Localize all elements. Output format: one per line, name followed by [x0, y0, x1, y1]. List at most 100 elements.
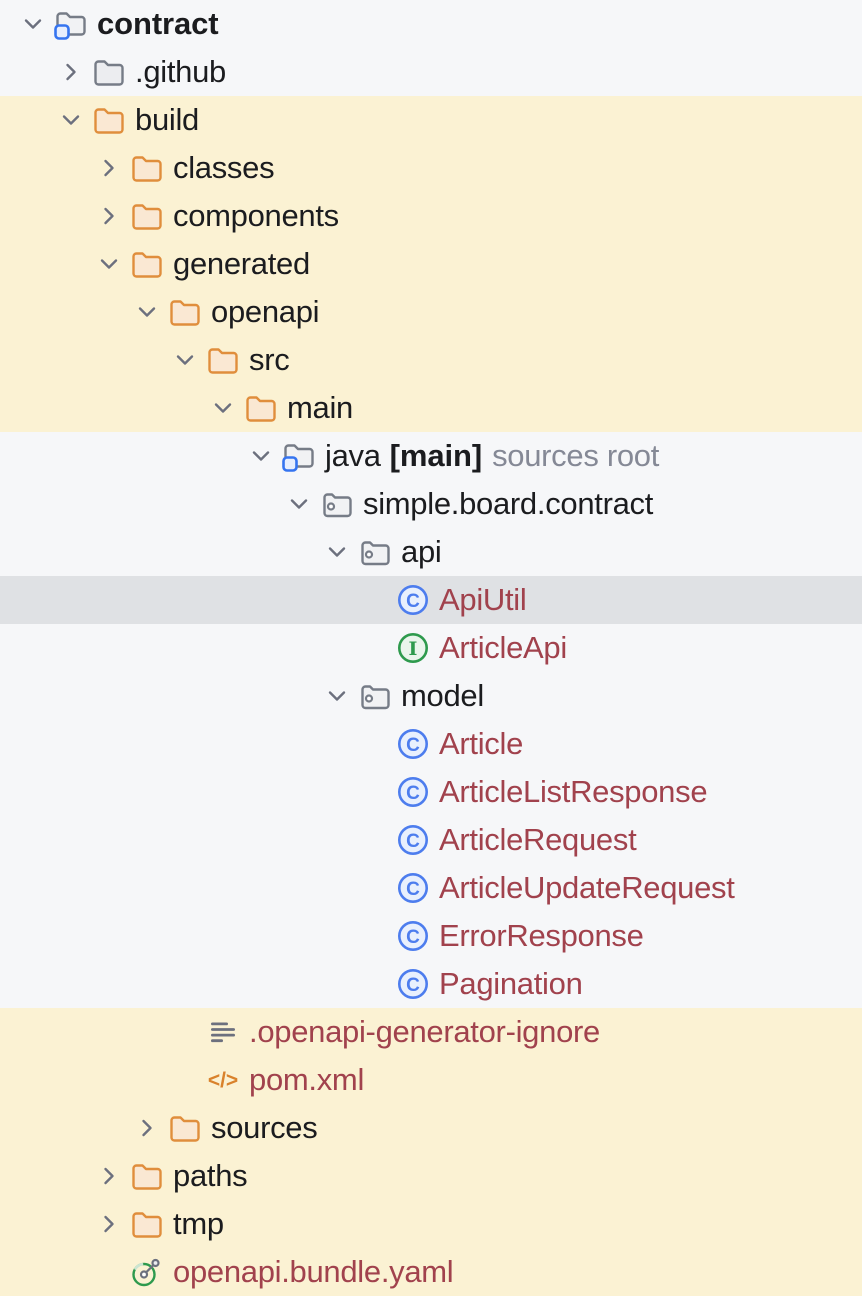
chevron-down-icon[interactable]	[166, 336, 204, 384]
folder-icon	[90, 96, 128, 144]
tree-row-openapi-bundle-yaml[interactable]: openapi.bundle.yaml	[0, 1248, 862, 1296]
tree-item-label: Article	[439, 726, 524, 761]
tree-row-openapi-generator-ignore[interactable]: .openapi-generator-ignore	[0, 1008, 862, 1056]
tree-row-src[interactable]: src	[0, 336, 862, 384]
tree-item-label: src	[249, 342, 290, 377]
project-folder-icon	[52, 0, 90, 48]
svg-text:C: C	[406, 591, 420, 612]
tree-item-label: ArticleRequest	[439, 822, 637, 857]
tree-row-pom-xml[interactable]: </> pom.xml	[0, 1056, 862, 1104]
tree-item-label: model	[401, 678, 484, 713]
folder-icon	[166, 1104, 204, 1152]
tree-row-model[interactable]: model	[0, 672, 862, 720]
tree-item-label: pom.xml	[249, 1062, 365, 1097]
tree-item-label: openapi.bundle.yaml	[173, 1254, 454, 1289]
tree-item-label: java	[325, 438, 381, 473]
chevron-spacer	[356, 912, 394, 960]
chevron-spacer	[90, 1248, 128, 1296]
tree-row-simple-board-contract[interactable]: simple.board.contract	[0, 480, 862, 528]
folder-icon	[128, 240, 166, 288]
tree-row-tmp[interactable]: tmp	[0, 1200, 862, 1248]
chevron-down-icon[interactable]	[204, 384, 242, 432]
tree-row-openapi[interactable]: openapi	[0, 288, 862, 336]
tree-item-label: simple.board.contract	[363, 486, 654, 521]
class-icon: C	[394, 768, 432, 816]
chevron-down-icon[interactable]	[318, 528, 356, 576]
tree-row-main[interactable]: main	[0, 384, 862, 432]
tree-row-paths[interactable]: paths	[0, 1152, 862, 1200]
class-icon: C	[394, 960, 432, 1008]
tree-item-label: main	[287, 390, 353, 425]
tree-row-articlerequest[interactable]: C ArticleRequest	[0, 816, 862, 864]
tree-item-label: ArticleUpdateRequest	[439, 870, 735, 905]
chevron-spacer	[356, 576, 394, 624]
chevron-right-icon[interactable]	[90, 144, 128, 192]
tree-item-label: paths	[173, 1158, 248, 1193]
folder-icon	[128, 1200, 166, 1248]
tree-row-components[interactable]: components	[0, 192, 862, 240]
chevron-spacer	[166, 1056, 204, 1104]
tree-row-articleapi[interactable]: I ArticleApi	[0, 624, 862, 672]
chevron-right-icon[interactable]	[90, 1200, 128, 1248]
folder-icon	[204, 336, 242, 384]
tree-item-label: ArticleListResponse	[439, 774, 708, 809]
svg-text:C: C	[406, 831, 420, 852]
chevron-right-icon[interactable]	[52, 48, 90, 96]
chevron-down-icon[interactable]	[242, 432, 280, 480]
chevron-down-icon[interactable]	[280, 480, 318, 528]
interface-icon: I	[394, 624, 432, 672]
tree-row-articlelistresponse[interactable]: C ArticleListResponse	[0, 768, 862, 816]
package-icon	[356, 528, 394, 576]
chevron-right-icon[interactable]	[90, 1152, 128, 1200]
tree-item-label: tmp	[173, 1206, 224, 1241]
tree-item-label: sources	[211, 1110, 318, 1145]
class-icon: C	[394, 720, 432, 768]
tree-item-label: Pagination	[439, 966, 583, 1001]
tree-item-label: openapi	[211, 294, 320, 329]
tree-row-contract[interactable]: contract	[0, 0, 862, 48]
tree-row-github[interactable]: .github	[0, 48, 862, 96]
class-icon: C	[394, 864, 432, 912]
chevron-right-icon[interactable]	[90, 192, 128, 240]
package-icon	[318, 480, 356, 528]
tree-item-label: api	[401, 534, 442, 569]
tree-item-label: .openapi-generator-ignore	[249, 1014, 600, 1049]
tree-row-classes[interactable]: classes	[0, 144, 862, 192]
xml-file-icon: </>	[204, 1056, 242, 1104]
tree-item-label: build	[135, 102, 199, 137]
tree-row-build[interactable]: build	[0, 96, 862, 144]
svg-text:I: I	[409, 638, 418, 660]
class-icon: C	[394, 816, 432, 864]
tree-item-label: ApiUtil	[439, 582, 527, 617]
tree-item-label: classes	[173, 150, 275, 185]
folder-icon	[166, 288, 204, 336]
chevron-down-icon[interactable]	[318, 672, 356, 720]
tree-row-generated[interactable]: generated	[0, 240, 862, 288]
folder-gray-icon	[90, 48, 128, 96]
svg-text:</>: </>	[208, 1069, 238, 1092]
chevron-down-icon[interactable]	[14, 0, 52, 48]
tree-item-label: ArticleApi	[439, 630, 567, 665]
chevron-right-icon[interactable]	[128, 1104, 166, 1152]
chevron-down-icon[interactable]	[52, 96, 90, 144]
chevron-spacer	[356, 768, 394, 816]
chevron-down-icon[interactable]	[128, 288, 166, 336]
svg-text:C: C	[406, 783, 420, 804]
tree-row-java[interactable]: java[main] sources root	[0, 432, 862, 480]
package-icon	[356, 672, 394, 720]
chevron-down-icon[interactable]	[90, 240, 128, 288]
tree-row-sources[interactable]: sources	[0, 1104, 862, 1152]
tree-item-annotation: sources root	[492, 438, 660, 473]
tree-item-label: generated	[173, 246, 310, 281]
tree-item-suffix: [main]	[389, 438, 483, 473]
tree-row-apiutil[interactable]: C ApiUtil	[0, 576, 862, 624]
module-folder-icon	[280, 432, 318, 480]
tree-row-api[interactable]: api	[0, 528, 862, 576]
chevron-spacer	[166, 1008, 204, 1056]
class-icon: C	[394, 576, 432, 624]
